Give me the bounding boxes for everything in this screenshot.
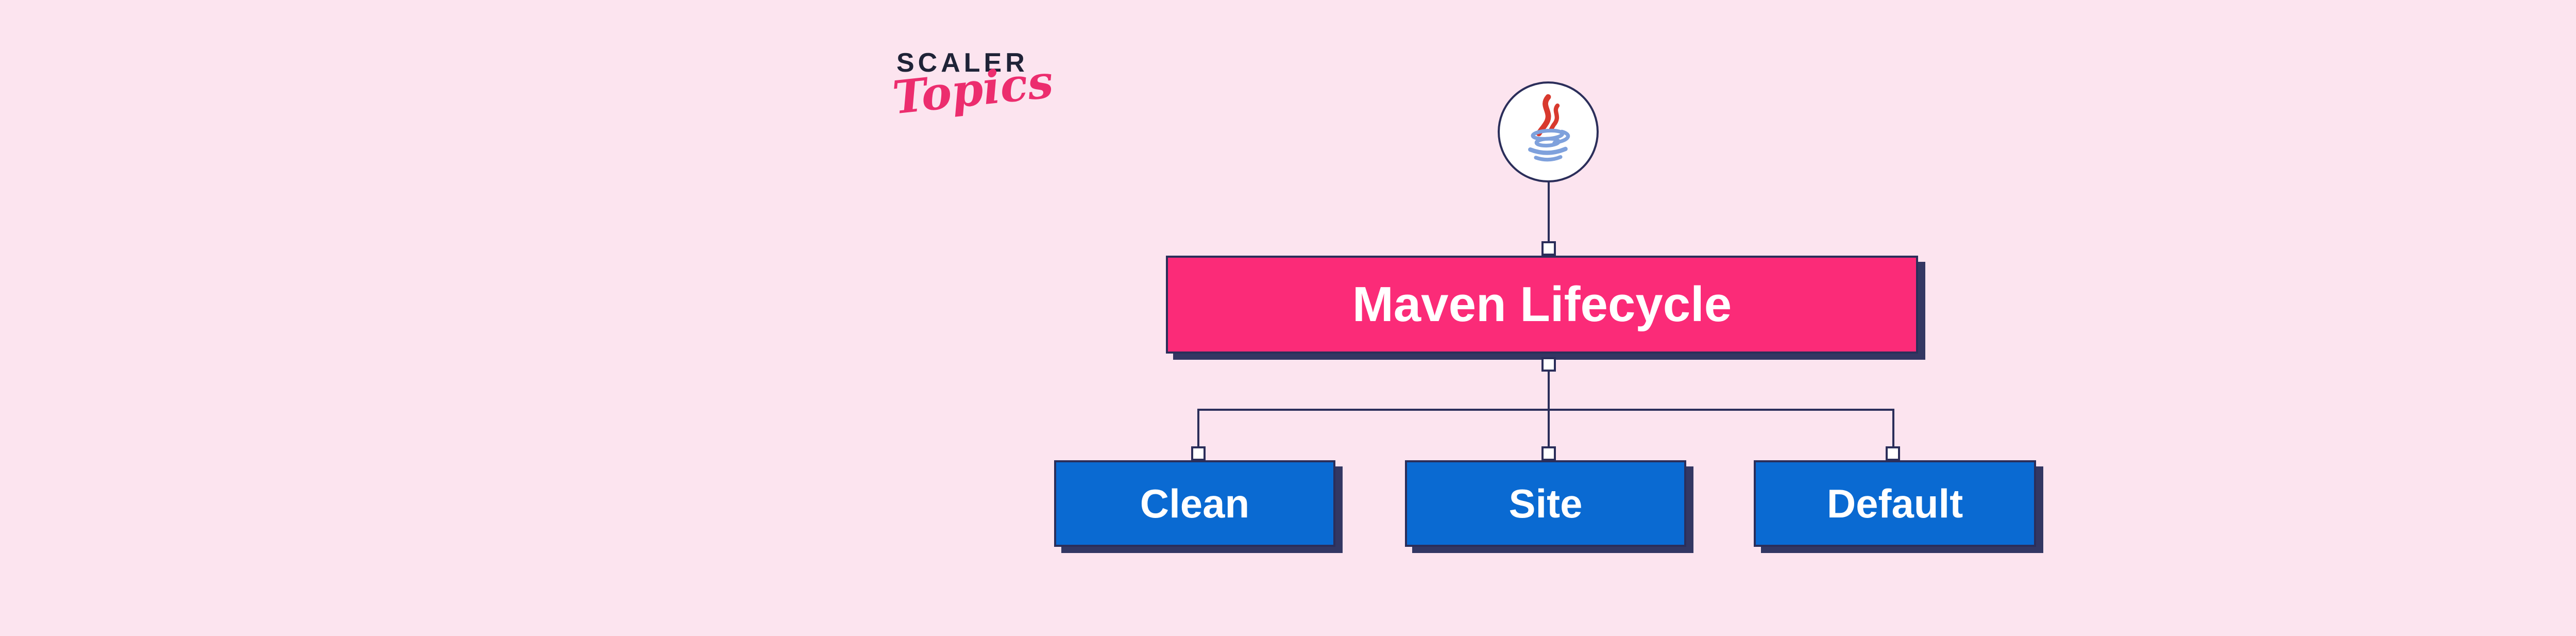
java-icon	[1498, 81, 1599, 182]
port-site-top	[1541, 446, 1556, 461]
node-clean: Clean	[1054, 460, 1335, 547]
java-logo-icon	[1528, 94, 1570, 162]
edge-branch-right	[1892, 409, 1894, 448]
edge-circle-to-root	[1548, 181, 1550, 242]
port-default-top	[1886, 446, 1900, 461]
port-root-bottom	[1541, 357, 1556, 372]
node-clean-label: Clean	[1140, 480, 1250, 526]
node-site-label: Site	[1509, 480, 1583, 526]
port-root-top	[1541, 241, 1556, 256]
edge-branch-horizontal	[1197, 409, 1894, 411]
logo-brand-text: SCALER	[896, 48, 1028, 78]
scaler-topics-logo: SCALER Topics	[890, 48, 1056, 124]
node-maven-lifecycle-label: Maven Lifecycle	[1352, 277, 1732, 332]
node-site: Site	[1405, 460, 1686, 547]
node-maven-lifecycle: Maven Lifecycle	[1166, 256, 1918, 354]
port-clean-top	[1191, 446, 1206, 461]
node-default: Default	[1754, 460, 2036, 547]
node-default-label: Default	[1826, 480, 1963, 526]
edge-branch-left	[1197, 409, 1199, 448]
